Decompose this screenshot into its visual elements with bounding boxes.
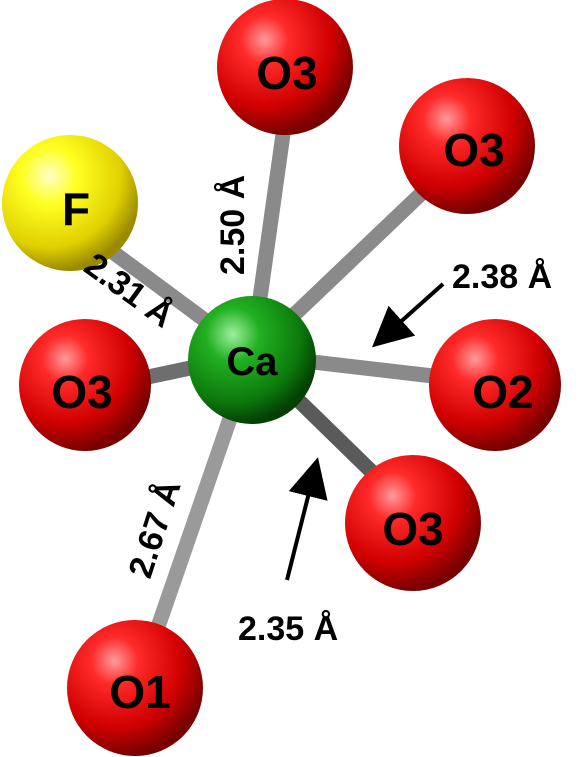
atom-sphere — [188, 296, 316, 424]
atom-sphere — [429, 319, 561, 451]
atom-label: O1 — [109, 666, 170, 718]
atom-o3-left: O3 — [19, 319, 151, 451]
bond-length-label-ca-o2: 2.38 Å — [452, 258, 552, 296]
atom-label: O3 — [51, 366, 112, 418]
atom-label: O2 — [472, 366, 533, 418]
atom-sphere — [67, 620, 203, 756]
atom-label: O3 — [443, 124, 504, 176]
arrow-to-ca-o2-bond — [372, 282, 445, 348]
atom-o1: O1 — [67, 620, 203, 756]
atom-o3-top: O3 — [217, 0, 353, 135]
atom-label: Ca — [226, 340, 278, 384]
arrow-to-ca-o3-lower-right-bond — [285, 457, 328, 581]
bond-length-label-ca-o3-lower-right: 2.35 Å — [238, 610, 338, 648]
atom-o3-lower-right: O3 — [345, 455, 481, 591]
atom-ca: Ca — [188, 296, 316, 424]
atom-sphere — [345, 455, 481, 591]
atom-sphere — [399, 78, 535, 214]
atom-label: O3 — [256, 47, 317, 99]
bond-length-label-ca-o3-top: 2.50 Å — [214, 175, 252, 275]
atom-sphere — [217, 0, 353, 135]
atom-f: F — [2, 135, 138, 271]
atom-sphere — [2, 135, 138, 271]
atom-label: F — [62, 183, 90, 235]
atom-o2: O2 — [429, 319, 561, 451]
atom-sphere — [19, 319, 151, 451]
atom-o3-upper-right: O3 — [399, 78, 535, 214]
atom-label: O3 — [382, 503, 443, 555]
